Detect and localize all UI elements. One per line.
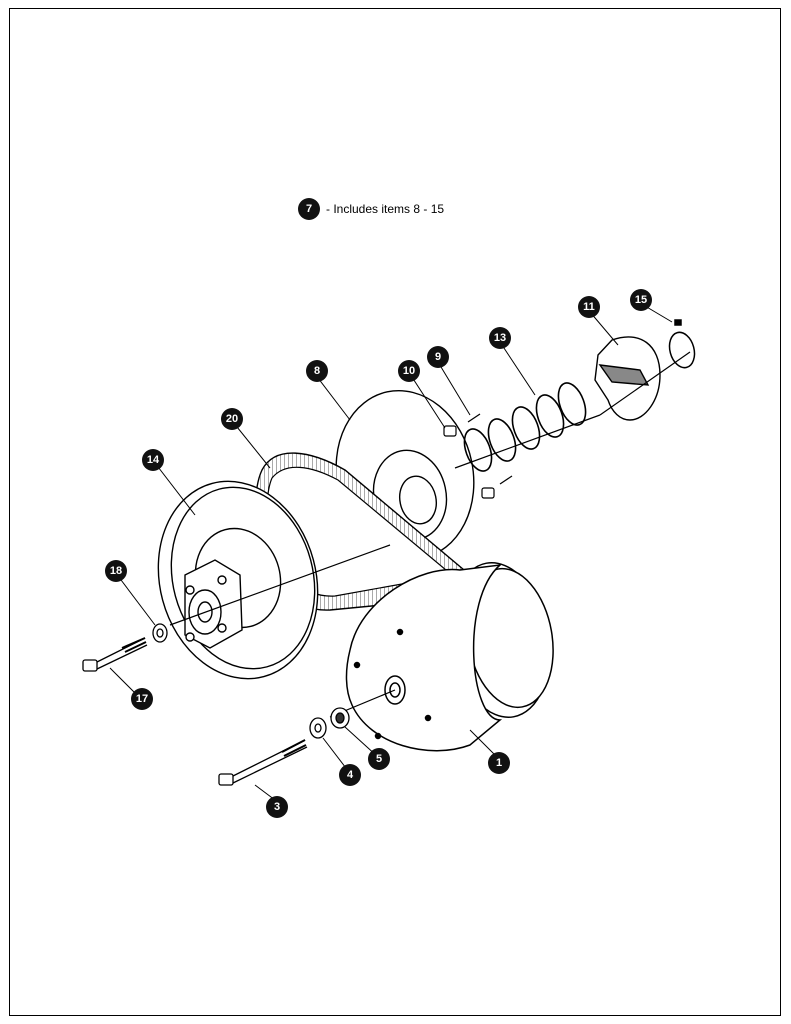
svg-text:20: 20 [226,413,238,425]
svg-text:11: 11 [583,301,595,313]
svg-text:5: 5 [376,753,382,765]
callout-1: 1 [488,752,510,774]
legend-badge-circle [298,198,320,220]
svg-text:13: 13 [494,332,506,344]
retaining-ring-15 [668,319,696,369]
callout-15: 15 [630,289,652,311]
svg-text:15: 15 [635,294,647,306]
callout-11: 11 [578,296,600,318]
washer-18 [152,623,168,643]
callout-20: 20 [221,408,243,430]
legend-text: - Includes items 8 - 15 [326,202,444,216]
callout-9: 9 [427,346,449,368]
svg-text:3: 3 [274,801,280,813]
svg-text:9: 9 [435,351,441,363]
leader-lines [109,302,673,801]
buttons-10 [443,425,495,499]
svg-text:18: 18 [110,565,122,577]
cam-11 [594,336,661,421]
svg-text:10: 10 [403,365,415,377]
svg-text:17: 17 [136,693,148,705]
screws-9 [467,413,513,485]
callout-10: 10 [398,360,420,382]
washer-4 [309,717,327,739]
legend: 7 - Includes items 8 - 15 [298,198,444,220]
spring-13 [463,382,587,472]
callout-5: 5 [368,748,390,770]
page-frame [9,8,781,1016]
svg-text:1: 1 [496,757,502,769]
callout-13: 13 [489,327,511,349]
spacer-5 [330,707,350,729]
callout-8: 8 [306,360,328,382]
bolt-17 [82,637,148,672]
svg-text:8: 8 [314,365,320,377]
svg-text:4: 4 [347,769,354,781]
callout-3: 3 [266,796,288,818]
legend-badge-number: 7 [306,203,312,215]
callout-14: 14 [142,449,164,471]
callout-17: 17 [131,688,153,710]
bolt-3 [218,739,308,786]
callout-18: 18 [105,560,127,582]
svg-text:14: 14 [147,454,160,466]
drive-clutch-1 [345,561,554,752]
callout-4: 4 [339,764,361,786]
moveable-face-14 [157,480,319,680]
